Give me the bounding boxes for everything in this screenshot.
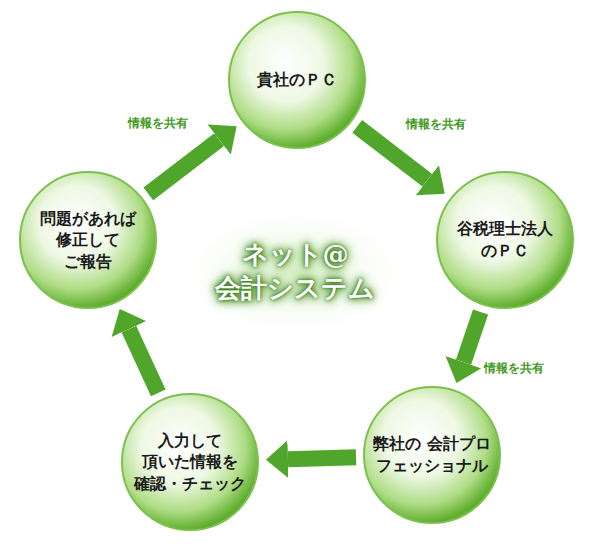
circle-outline (435, 170, 575, 310)
step-circle: 谷税理士法人 のＰＣ (435, 170, 575, 310)
step-text: 問題があれば 修正して ご報告 (34, 208, 142, 273)
step-text: 入力して 頂いた情報を 確認・チェック (128, 430, 253, 495)
flow-arrow (464, 312, 481, 362)
circle-shape (20, 172, 156, 308)
flow-arrow (357, 126, 427, 180)
circle-text-group: 弊社の 会計プロ フェッショナル (370, 433, 495, 476)
step-text: 弊社の 会計プロ フェッショナル (370, 433, 495, 476)
circle-text-group: 貴社のＰＣ (242, 69, 352, 91)
edge-label: 情報を共有 (125, 114, 191, 133)
circle-shape (437, 172, 573, 308)
step-circle: 貴社のＰＣ (227, 10, 367, 150)
step-text: 谷税理士法人 のＰＣ (450, 218, 560, 261)
flow-arrow (148, 140, 219, 194)
edge-label: 情報を共有 (403, 114, 469, 133)
step-circle: 問題があれば 修正して ご報告 (18, 170, 158, 310)
flow-arrow (288, 457, 356, 459)
system-title: ネット@ 会計システム (208, 238, 383, 306)
step-circle: 弊社の 会計プロ フェッショナル (362, 385, 502, 525)
circle-text-group: 入力して 頂いた情報を 確認・チェック (128, 430, 253, 495)
circle-text-group: 谷税理士法人 のＰＣ (450, 218, 560, 261)
step-circle: 入力して 頂いた情報を 確認・チェック (120, 392, 260, 532)
flow-arrow (129, 329, 158, 393)
circle-shape (364, 387, 500, 523)
circle-shape (229, 12, 365, 148)
circle-outline (362, 385, 502, 525)
edge-label: 情報を共有 (481, 358, 547, 377)
center-glow (175, 202, 415, 342)
step-text: 貴社のＰＣ (242, 69, 352, 91)
circle-text-group: 問題があれば 修正して ご報告 (34, 208, 142, 273)
circle-shape (122, 394, 258, 530)
